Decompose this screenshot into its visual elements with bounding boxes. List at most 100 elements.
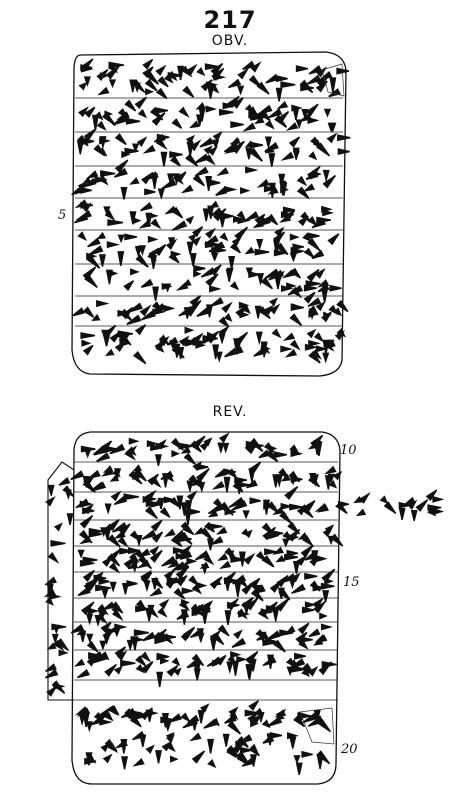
cuneiform-stroke [213, 483, 223, 490]
cuneiform-stroke [287, 124, 297, 131]
cuneiform-stroke [218, 654, 227, 664]
cuneiform-stroke [117, 159, 129, 171]
cuneiform-stroke [194, 435, 206, 447]
cuneiform-stroke [85, 344, 94, 354]
cuneiform-stroke [308, 269, 320, 280]
cuneiform-stroke [58, 640, 69, 651]
cuneiform-stroke [246, 482, 256, 489]
cuneiform-stroke [103, 440, 112, 450]
cuneiform-stroke [311, 252, 323, 259]
cuneiform-stroke [195, 169, 207, 177]
cuneiform-stroke [151, 546, 159, 554]
cuneiform-stroke [191, 295, 202, 305]
cuneiform-stroke [85, 569, 95, 580]
cuneiform-stroke [171, 499, 180, 508]
cuneiform-stroke [88, 472, 99, 480]
cuneiform-stroke [159, 78, 169, 88]
cuneiform-stroke [191, 140, 200, 149]
cuneiform-stroke [297, 631, 308, 642]
cuneiform-stroke [328, 90, 340, 98]
cuneiform-stroke [155, 628, 167, 640]
cuneiform-stroke [195, 176, 205, 187]
cuneiform-stroke [194, 586, 201, 594]
cuneiform-stroke [156, 338, 167, 349]
cuneiform-stroke [304, 537, 313, 546]
cuneiform-stroke [164, 635, 172, 644]
cuneiform-stroke [428, 489, 438, 499]
cuneiform-stroke [315, 601, 326, 612]
cuneiform-stroke [182, 449, 190, 454]
cuneiform-stroke [235, 630, 242, 637]
reverse-line-marker-20: 20 [341, 742, 358, 757]
cuneiform-stroke [173, 537, 183, 548]
cuneiform-stroke [338, 330, 346, 337]
cuneiform-stroke [202, 440, 210, 449]
cuneiform-stroke [239, 756, 247, 764]
cuneiform-stroke [268, 601, 278, 612]
cuneiform-stroke [207, 228, 215, 237]
cuneiform-stroke [149, 305, 164, 314]
cuneiform-stroke [96, 454, 109, 462]
cuneiform-stroke [312, 138, 323, 149]
cuneiform-stroke [335, 309, 342, 316]
cuneiform-stroke [88, 247, 102, 256]
cuneiform-stroke [273, 549, 283, 555]
cuneiform-stroke [229, 723, 241, 735]
cuneiform-stroke [276, 227, 284, 235]
cuneiform-stroke [196, 105, 204, 110]
cuneiform-stroke [71, 188, 82, 196]
cuneiform-stroke [136, 470, 147, 482]
cuneiform-stroke [156, 244, 167, 254]
cuneiform-stroke [79, 233, 87, 241]
cuneiform-stroke [281, 513, 292, 524]
cuneiform-stroke [103, 526, 112, 532]
cuneiform-stroke [309, 329, 316, 336]
cuneiform-stroke [316, 505, 326, 512]
cuneiform-stroke [140, 204, 151, 212]
cuneiform-stroke [139, 137, 147, 145]
cuneiform-stroke [149, 254, 157, 261]
cuneiform-stroke [291, 586, 304, 594]
cuneiform-stroke [196, 310, 209, 317]
cuneiform-stroke [179, 553, 191, 560]
cuneiform-stroke [166, 208, 176, 215]
cuneiform-stroke [126, 317, 140, 325]
cuneiform-stroke [129, 448, 136, 456]
cuneiform-stroke [318, 752, 330, 765]
cuneiform-stroke [310, 477, 320, 488]
cuneiform-stroke [256, 219, 270, 228]
cuneiform-stroke [87, 240, 99, 248]
cuneiform-stroke [173, 440, 184, 451]
cuneiform-stroke [142, 305, 151, 314]
reverse-outline [71, 431, 341, 785]
cuneiform-stroke [332, 535, 344, 547]
cuneiform-stroke [211, 210, 221, 217]
cuneiform-stroke [320, 721, 331, 733]
cuneiform-stroke [318, 282, 328, 288]
cuneiform-stroke [188, 141, 195, 147]
cuneiform-stroke [142, 572, 153, 582]
cuneiform-stroke [88, 653, 102, 662]
cuneiform-stroke [278, 709, 286, 717]
cuneiform-stroke [174, 659, 180, 666]
cuneiform-stroke [386, 503, 397, 514]
cuneiform-stroke [152, 479, 161, 487]
cuneiform-stroke [180, 109, 189, 117]
cuneiform-stroke [137, 324, 146, 333]
cuneiform-stroke [182, 720, 197, 729]
reverse-damage-hatch [299, 707, 335, 745]
cuneiform-stroke [327, 525, 334, 532]
cuneiform-stroke [299, 507, 305, 514]
cuneiform-stroke [161, 181, 175, 190]
cuneiform-stroke [147, 508, 158, 519]
cuneiform-stroke [174, 532, 184, 539]
cuneiform-stroke [282, 476, 289, 482]
cuneiform-stroke [206, 146, 212, 153]
cuneiform-stroke [184, 88, 195, 98]
cuneiform-stroke [239, 213, 246, 219]
cuneiform-stroke [107, 741, 118, 752]
cuneiform-stroke [239, 738, 249, 748]
cuneiform-stroke [194, 226, 204, 235]
cuneiform-stroke [141, 532, 155, 540]
